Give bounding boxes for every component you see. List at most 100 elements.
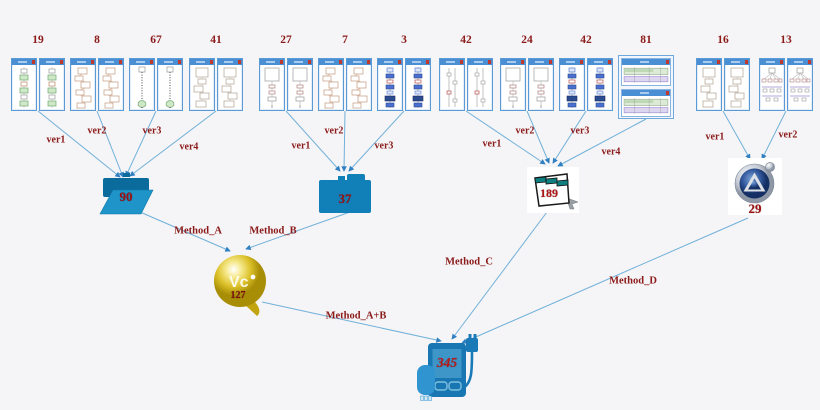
document-page-panel — [467, 58, 493, 111]
document-page-panel — [70, 58, 96, 111]
edge-line — [761, 110, 787, 160]
panel-close-icon — [779, 60, 783, 64]
document-page-panel — [346, 58, 372, 111]
edge-label-ver3: ver3 — [374, 140, 394, 152]
document-page-panel — [129, 58, 155, 111]
node-count-label: 37 — [338, 191, 352, 206]
page-sketch — [19, 67, 29, 108]
document-thumbnail[interactable] — [318, 58, 372, 111]
page-sketch — [446, 68, 458, 107]
document-page-panel — [587, 58, 613, 111]
panel-header — [288, 59, 312, 65]
document-page-panel — [439, 58, 465, 111]
document-thumbnail[interactable] — [11, 58, 65, 111]
page-sketch — [74, 67, 92, 109]
panel-title-text — [474, 61, 483, 63]
document-thumbnail[interactable] — [696, 58, 750, 111]
panel-title-text — [703, 61, 712, 63]
document-page-panel — [621, 89, 671, 117]
panel-title-text — [196, 61, 205, 63]
document-thumbnail[interactable] — [500, 58, 554, 111]
panel-title-text — [18, 61, 27, 63]
panel-header — [260, 59, 284, 65]
document-count-label: 13 — [780, 34, 792, 46]
panel-title-text — [77, 61, 86, 63]
page-sketch — [137, 66, 147, 109]
document-thumbnail[interactable] — [377, 58, 431, 111]
panel-title-text — [640, 61, 649, 63]
document-count-label: 42 — [460, 34, 472, 46]
panel-title-text — [731, 61, 740, 63]
panel-close-icon — [548, 60, 552, 64]
page-sketch — [700, 67, 717, 108]
panel-close-icon — [397, 60, 401, 64]
page-sketch — [761, 67, 783, 102]
chat-ball-icon[interactable]: Vc — [212, 253, 270, 322]
panel-close-icon — [366, 60, 370, 64]
panel-header — [440, 59, 464, 65]
edge-line — [348, 110, 405, 172]
panel-title-text — [446, 61, 455, 63]
document-thumbnail[interactable] — [618, 55, 674, 119]
panel-header — [319, 59, 343, 65]
edge-line — [451, 211, 548, 340]
document-count-label: 16 — [717, 34, 729, 46]
edge-line — [526, 110, 550, 164]
panel-header — [406, 59, 430, 65]
panel-close-icon — [744, 60, 748, 64]
panel-header — [588, 59, 612, 65]
node-count-label: 90 — [119, 189, 133, 204]
panel-close-icon — [665, 60, 669, 64]
svg-text:Vc: Vc — [229, 274, 249, 291]
round-badge-icon[interactable] — [728, 158, 782, 220]
document-page-panel — [11, 58, 37, 111]
panel-close-icon — [487, 60, 491, 64]
page-sketch — [322, 67, 340, 109]
panel-title-text — [266, 61, 275, 63]
panel-title-text — [224, 61, 233, 63]
panel-close-icon — [665, 91, 669, 95]
panel-close-icon — [59, 60, 63, 64]
panel-title-text — [566, 61, 575, 63]
edge-line — [245, 211, 351, 251]
edge-label-ver3: ver3 — [570, 125, 590, 137]
device-icon[interactable] — [416, 333, 482, 408]
document-count-label: 7 — [342, 34, 348, 46]
document-thumbnail[interactable] — [439, 58, 493, 111]
document-page-panel — [259, 58, 285, 111]
document-page-panel — [189, 58, 215, 111]
document-thumbnail[interactable] — [259, 58, 313, 111]
panel-title-text — [535, 61, 544, 63]
app-window-icon[interactable] — [527, 167, 579, 218]
document-thumbnail[interactable] — [70, 58, 124, 111]
panel-close-icon — [209, 60, 213, 64]
panel-close-icon — [579, 60, 583, 64]
folder-open-icon[interactable] — [99, 172, 155, 223]
node-count-label: 127 — [230, 290, 246, 301]
folder-closed-icon[interactable] — [319, 173, 371, 219]
panel-close-icon — [807, 60, 811, 64]
node-count-label: 345 — [436, 355, 458, 370]
edge-line — [465, 110, 546, 165]
document-page-panel — [405, 58, 431, 111]
panel-header — [760, 59, 784, 65]
document-thumbnail[interactable] — [129, 58, 183, 111]
page-sketch — [728, 67, 745, 108]
panel-title-text — [325, 61, 334, 63]
edge-label-ver3: ver3 — [142, 125, 162, 137]
document-thumbnail[interactable] — [189, 58, 243, 111]
page-sketch — [165, 66, 175, 109]
page-sketch — [505, 67, 521, 108]
document-thumbnail[interactable] — [759, 58, 813, 111]
page-sketch — [264, 67, 280, 108]
page-sketch — [102, 67, 120, 109]
panel-close-icon — [716, 60, 720, 64]
document-thumbnail[interactable] — [559, 58, 613, 111]
document-count-label: 24 — [521, 34, 533, 46]
panel-header — [130, 59, 154, 65]
node-count-label: 189 — [540, 186, 558, 200]
edge-label-ver1: ver1 — [46, 134, 66, 146]
panel-header — [468, 59, 492, 65]
